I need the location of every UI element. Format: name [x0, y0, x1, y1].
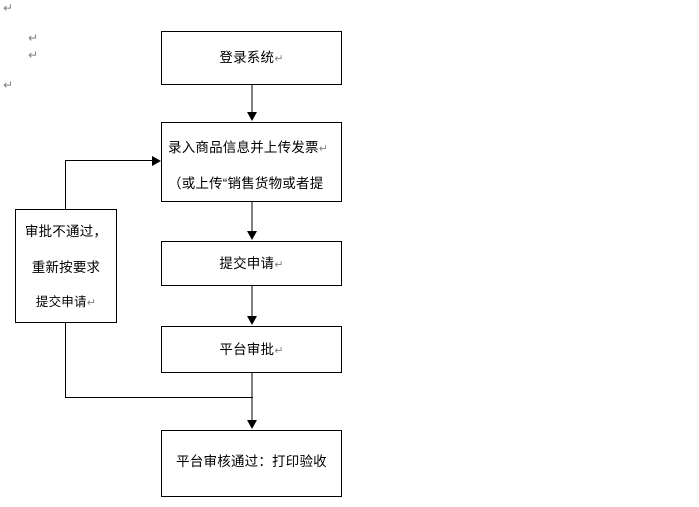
- node-rejected-label-line3: 提交申请↵: [35, 295, 97, 310]
- node-rejected[interactable]: 审批不通过， 重新按要求 提交申请↵: [15, 209, 117, 323]
- node-submit-application[interactable]: 提交申请↵: [161, 241, 342, 286]
- node-login[interactable]: 登录系统↵: [161, 31, 342, 85]
- arrowhead-down-icon: [247, 112, 257, 121]
- node-enter-goods-label-line1: 录入商品信息并上传发票↵: [168, 140, 329, 155]
- connector-submit-to-approval: [251, 285, 253, 317]
- node-approval-passed-label: 平台审核通过：打印验收: [176, 454, 327, 469]
- node-enter-goods-label-line2: （或上传“销售货物或者提: [168, 176, 324, 191]
- return-mark-icon: ↵: [274, 343, 284, 357]
- arrowhead-down-icon: [247, 420, 257, 429]
- connector-approval-to-rejected-horizontal: [65, 397, 253, 398]
- arrowhead-down-icon: [247, 316, 257, 325]
- connector-rejected-to-enter-goods-vertical: [65, 160, 66, 209]
- node-platform-approval[interactable]: 平台审批↵: [161, 326, 342, 373]
- return-mark-icon: ↵: [274, 52, 284, 66]
- node-rejected-label-line2: 重新按要求: [31, 259, 101, 275]
- node-enter-goods[interactable]: 录入商品信息并上传发票↵ （或上传“销售货物或者提: [161, 122, 342, 202]
- return-mark-icon: ↵: [318, 142, 329, 155]
- node-submit-application-label: 提交申请↵: [219, 255, 284, 271]
- node-rejected-label-line1: 审批不通过，: [24, 224, 108, 239]
- node-login-label: 登录系统↵: [219, 50, 284, 66]
- node-approval-passed[interactable]: 平台审核通过：打印验收: [161, 430, 342, 497]
- connector-login-to-enter-goods: [251, 84, 253, 113]
- paragraph-mark-icon: ↵: [3, 78, 14, 92]
- arrowhead-right-icon: [152, 156, 161, 166]
- node-platform-approval-label: 平台审批↵: [219, 341, 284, 357]
- return-mark-icon: ↵: [86, 296, 97, 310]
- paragraph-mark-icon: ↵: [28, 48, 39, 62]
- connector-enter-goods-to-submit: [251, 201, 253, 232]
- connector-rejected-to-enter-goods-horizontal: [65, 160, 155, 161]
- arrowhead-down-icon: [247, 231, 257, 240]
- return-mark-icon: ↵: [274, 257, 284, 271]
- connector-approval-to-rejected-vertical: [65, 323, 66, 398]
- paragraph-mark-icon: ↵: [3, 1, 14, 15]
- paragraph-mark-icon: ↵: [28, 31, 39, 45]
